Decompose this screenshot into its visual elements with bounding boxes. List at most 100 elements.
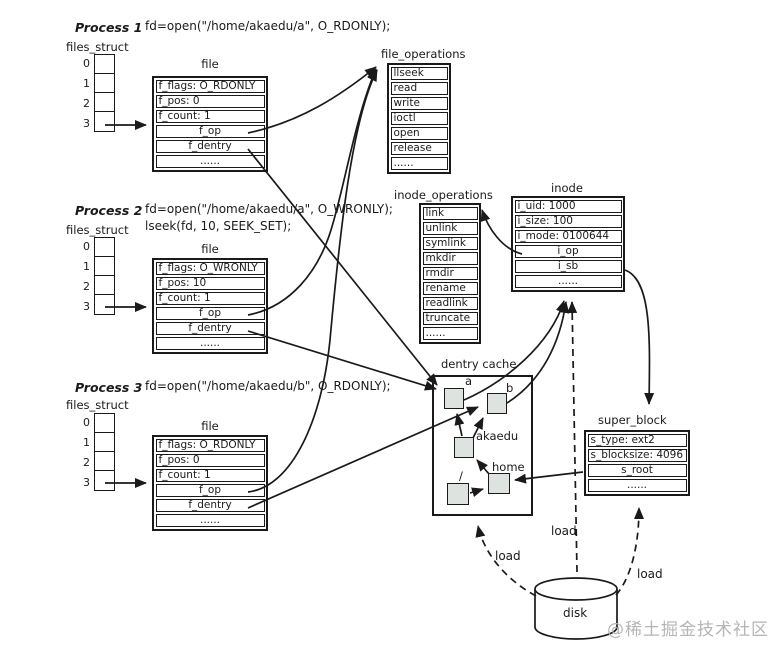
dentry-node-b	[487, 393, 507, 414]
struct-row: link	[422, 207, 478, 220]
struct-row: i_size: 100	[514, 215, 622, 228]
file-struct-title: file	[201, 242, 219, 256]
dentry-cache-title: dentry cache	[441, 357, 517, 371]
struct-row: f_count: 1	[155, 469, 265, 482]
struct-row: f_op	[155, 484, 265, 497]
code-line: fd=open("/home/akaedu/a", O_WRONLY);	[145, 202, 393, 216]
fd-slot	[94, 92, 115, 113]
struct-row: ......	[390, 157, 448, 170]
process-1-title: Process 1	[75, 20, 143, 35]
dentry-label-b: b	[506, 381, 514, 395]
disk-label: disk	[563, 606, 588, 620]
dentry-label-akaedu: akaedu	[476, 429, 519, 443]
fd-index: 0	[83, 240, 90, 253]
fd-index: 2	[83, 97, 90, 110]
dentry-node-akaedu	[454, 437, 474, 458]
process-3-code: fd=open("/home/akaedu/b", O_RDONLY);	[145, 378, 391, 395]
fd-slot	[94, 294, 115, 315]
fd-index: 3	[83, 476, 90, 489]
fd-slot	[94, 73, 115, 94]
inode-operations-title: inode_operations	[394, 188, 493, 202]
files-struct-label: files_struct	[66, 398, 129, 412]
fd-index: 2	[83, 280, 90, 293]
struct-row: i_sb	[514, 260, 622, 273]
code-line: fd=open("/home/akaedu/b", O_RDONLY);	[145, 379, 391, 393]
struct-row: ......	[514, 275, 622, 288]
fd-table	[94, 413, 116, 491]
process-1-code: fd=open("/home/akaedu/a", O_RDONLY);	[145, 18, 390, 35]
fd-slot	[94, 54, 115, 75]
struct-row: f_flags: O_WRONLY	[155, 262, 265, 275]
struct-row: s_root	[587, 464, 687, 477]
struct-row: llseek	[390, 67, 448, 80]
struct-row: open	[390, 127, 448, 140]
struct-row: ......	[422, 327, 478, 340]
fd-index-column: 0 1 2 3	[74, 413, 90, 493]
struct-row: symlink	[422, 237, 478, 250]
dentry-node-home	[488, 473, 510, 494]
files-struct-label: files_struct	[66, 223, 129, 237]
struct-row: ......	[587, 479, 687, 492]
fd-index: 1	[83, 436, 90, 449]
struct-row: f_pos: 10	[155, 277, 265, 290]
struct-row: mkdir	[422, 252, 478, 265]
fd-slot	[94, 111, 115, 132]
code-line: lseek(fd, 10, SEEK_SET);	[145, 219, 292, 233]
struct-row: release	[390, 142, 448, 155]
files-struct-label: files_struct	[66, 40, 129, 54]
process-3-title: Process 3	[75, 380, 143, 395]
struct-row: rmdir	[422, 267, 478, 280]
struct-row: ioctl	[390, 112, 448, 125]
fd-slot	[94, 470, 115, 491]
file-struct-title: file	[201, 57, 219, 71]
dentry-label-root: /	[459, 469, 463, 483]
struct-row: f_dentry	[155, 322, 265, 335]
watermark: @稀土掘金技术社区	[607, 620, 769, 640]
struct-row: f_op	[155, 125, 265, 138]
fd-slot	[94, 451, 115, 472]
super-block-table: s_type: ext2 s_blocksize: 4096 s_root.....…	[584, 430, 690, 496]
inode-title: inode	[551, 181, 583, 195]
struct-row: f_pos: 0	[155, 454, 265, 467]
fd-index: 1	[83, 260, 90, 273]
struct-row: i_uid: 1000	[514, 200, 622, 213]
fd-slot	[94, 432, 115, 453]
struct-row: f_pos: 0	[155, 95, 265, 108]
struct-row: s_blocksize: 4096	[587, 449, 687, 462]
fd-index: 3	[83, 300, 90, 313]
fd-index: 2	[83, 456, 90, 469]
load-label-superblock: load	[637, 567, 663, 581]
struct-row: f_dentry	[155, 499, 265, 512]
process-2-code: fd=open("/home/akaedu/a", O_WRONLY); lse…	[145, 201, 393, 235]
process-2-group: Process 2 fd=open("/home/akaedu/a", O_WR…	[0, 197, 772, 377]
struct-row: f_count: 1	[155, 110, 265, 123]
dentry-label-a: a	[465, 374, 473, 388]
struct-row: i_mode: 0100644	[514, 230, 622, 243]
fd-index: 0	[83, 416, 90, 429]
struct-row: ......	[155, 155, 265, 168]
file-operations-title: file_operations	[381, 47, 466, 61]
file-struct-title: file	[201, 419, 219, 433]
dentry-node-root	[447, 483, 469, 505]
struct-row: readlink	[422, 297, 478, 310]
disk-cylinder-top	[534, 577, 618, 601]
fd-table	[94, 54, 116, 132]
fd-slot	[94, 275, 115, 296]
struct-row: f_flags: O_RDONLY	[155, 80, 265, 93]
struct-row: f_dentry	[155, 140, 265, 153]
struct-row: s_type: ext2	[587, 434, 687, 447]
struct-row: f_op	[155, 307, 265, 320]
load-label-dentry: load	[495, 549, 521, 563]
fd-index: 3	[83, 117, 90, 130]
load-label-inode: load	[551, 524, 577, 538]
struct-row: read	[390, 82, 448, 95]
process-3-group: Process 3 fd=open("/home/akaedu/b", O_RD…	[0, 373, 772, 553]
